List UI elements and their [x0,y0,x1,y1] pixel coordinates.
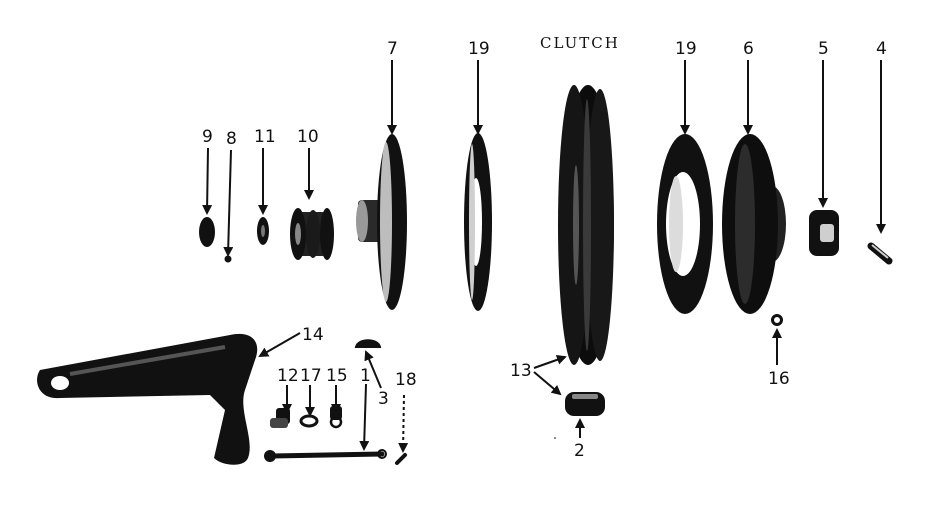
label-19-left: 19 [468,39,490,59]
label-13: 13 [510,361,532,381]
label-12: 12 [277,366,299,386]
label-15: 15 [326,366,348,386]
part-3-key [354,339,382,348]
label-7: 7 [387,39,398,59]
label-14: 14 [302,325,324,345]
part-5-hex-nut [809,210,839,256]
part-15-bolt [329,406,343,429]
part-19-friction-ring-right [657,134,713,314]
diagram-title: CLUTCH [540,34,620,52]
label-9: 9 [202,127,213,147]
part-7-flange-disc [356,134,407,310]
part-2-bushing [565,392,605,416]
label-11: 11 [254,127,276,147]
part-17-washer [299,414,319,428]
part-6-clutch-plate [722,134,786,314]
label-8: 8 [226,129,237,149]
label-1: 1 [360,366,371,386]
label-17: 17 [300,366,322,386]
label-19-right: 19 [675,39,697,59]
part-4-pin [867,242,893,265]
label-4: 4 [876,39,887,59]
label-2: 2 [574,441,585,461]
label-16: 16 [768,369,790,389]
part-14-clutch-lever [37,333,258,465]
label-6: 6 [743,39,754,59]
part-10-spool [290,208,334,260]
label-10: 10 [297,127,319,147]
label-3: 3 [378,389,389,409]
part-16-ring [771,314,783,326]
part-1-rod [264,449,387,462]
label-18: 18 [395,370,417,390]
leader-lines [202,60,886,453]
label-5: 5 [818,39,829,59]
part-12-fitting [270,408,290,428]
part-19-friction-ring-left [464,133,492,311]
part-8-ball [224,255,232,263]
part-13-pulley [558,85,614,365]
part-9-washer [199,217,215,247]
part-18-pin [395,453,407,465]
